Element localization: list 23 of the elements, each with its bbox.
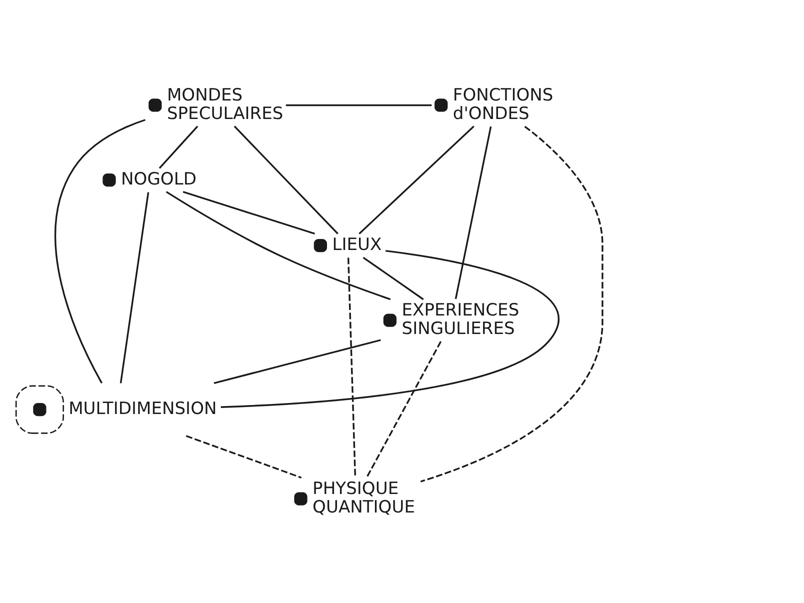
connector [214, 338, 381, 384]
connector [54, 118, 146, 384]
node-label: PHYSIQUE QUANTIQUE [312, 478, 415, 517]
connector [158, 125, 198, 168]
connector [182, 190, 315, 234]
connector [366, 340, 442, 478]
connector [420, 125, 604, 482]
connector [186, 434, 302, 478]
node-label: MONDES SPECULAIRES [166, 85, 284, 124]
node-label: MULTIDIMENSION [68, 398, 217, 419]
node-label: FONCTIONS d'ONDES [452, 85, 554, 124]
node-label: EXPERIENCES SINGULIERES [402, 300, 520, 339]
connector [234, 125, 338, 234]
connector [362, 256, 424, 300]
connector [358, 125, 474, 234]
node-label: NOGOLD [121, 168, 196, 189]
connector [286, 104, 432, 106]
connector [166, 190, 391, 300]
node-label: LIEUX [332, 234, 382, 255]
connector [120, 192, 150, 383]
connector [220, 249, 559, 408]
connector [454, 126, 492, 299]
connector [347, 257, 356, 478]
